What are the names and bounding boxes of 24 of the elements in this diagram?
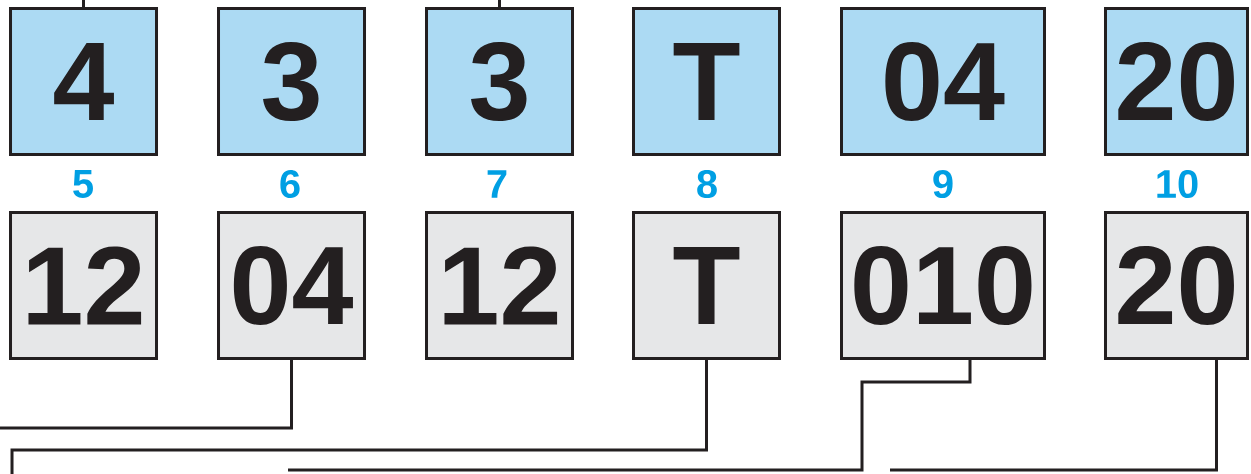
callout-number: 8 xyxy=(697,169,717,199)
leader-line xyxy=(82,0,85,7)
leader-line xyxy=(10,360,708,474)
code-box: T xyxy=(632,211,781,360)
leader-line xyxy=(0,360,293,430)
code-box: 20 xyxy=(1104,7,1249,156)
callout-number: 5 xyxy=(73,170,93,198)
leader-line xyxy=(288,360,972,472)
code-box: 04 xyxy=(840,7,1046,156)
callout-number: 10 xyxy=(1157,169,1198,199)
callout-number: 6 xyxy=(280,169,300,199)
leader-line xyxy=(498,0,501,7)
code-box: 010 xyxy=(840,211,1046,360)
code-box: T xyxy=(632,7,781,156)
code-box: 4 xyxy=(9,7,158,156)
code-box: 12 xyxy=(425,211,574,360)
code-box: 3 xyxy=(217,7,366,156)
callout-number: 9 xyxy=(933,169,953,199)
code-box: 20 xyxy=(1104,211,1249,360)
leader-line xyxy=(890,360,1218,472)
code-box: 3 xyxy=(425,7,574,156)
code-box: 12 xyxy=(9,211,158,360)
callout-number: 7 xyxy=(487,170,507,198)
code-box: 04 xyxy=(217,211,366,360)
